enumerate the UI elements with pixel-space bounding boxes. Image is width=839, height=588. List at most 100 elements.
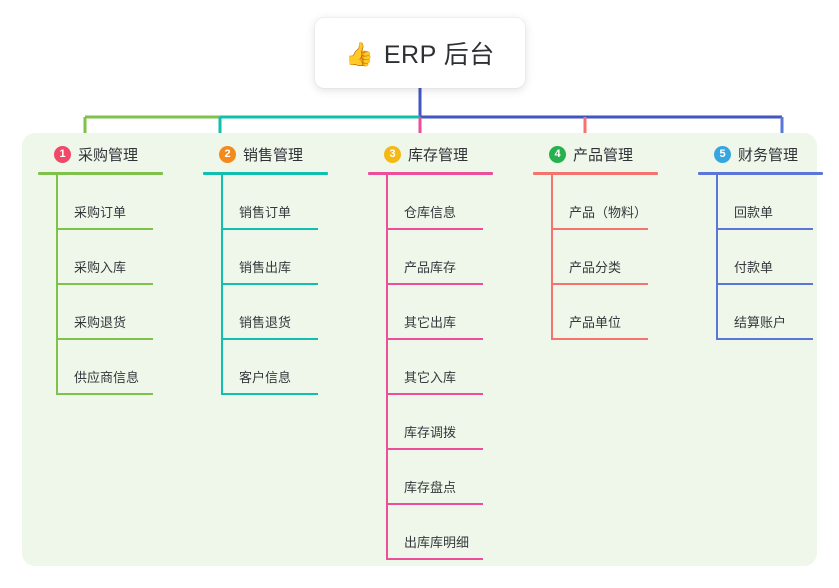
column-items-1: 采购订单采购入库采购退货供应商信息 — [38, 175, 193, 395]
column-5: 5 财务管理回款单付款单结算账户 — [698, 142, 839, 340]
list-item-rule — [386, 503, 483, 505]
column-items-4: 产品（物料） 产品分类产品单位 — [533, 175, 688, 340]
column-badge-icon-5: 5 — [714, 145, 731, 163]
list-item-rule — [221, 393, 318, 395]
list-item[interactable]: 库存调拨 — [386, 395, 523, 450]
column-title-5: 财务管理 — [738, 146, 799, 164]
column-header-4[interactable]: 4 产品管理 — [533, 142, 688, 166]
list-item-rule — [221, 283, 318, 285]
list-item[interactable]: 产品分类 — [551, 230, 688, 285]
list-item-rule — [386, 448, 483, 450]
list-item[interactable]: 销售出库 — [221, 230, 358, 285]
column-items-3: 仓库信息产品库存其它出库其它入库库存调拨库存盘点出库库明细 — [368, 175, 523, 560]
thumbs-up-icon: 👍 — [345, 40, 374, 67]
list-item[interactable]: 其它入库 — [386, 340, 523, 395]
list-item-rule — [716, 338, 813, 340]
list-item-label: 库存调拨 — [404, 425, 457, 440]
list-item[interactable]: 回款单 — [716, 175, 839, 230]
list-item-label: 付款单 — [734, 260, 774, 275]
list-item-rule — [56, 338, 153, 340]
list-item-label: 产品（物料） — [569, 205, 648, 220]
list-item-label: 回款单 — [734, 205, 774, 220]
list-item-label: 采购入库 — [74, 260, 127, 275]
list-item-label: 产品库存 — [404, 260, 457, 275]
list-item-label: 结算账户 — [734, 315, 787, 330]
column-3: 3 库存管理仓库信息产品库存其它出库其它入库库存调拨库存盘点出库库明细 — [368, 142, 523, 560]
list-item-label: 产品分类 — [569, 260, 622, 275]
list-item-rule — [716, 283, 813, 285]
column-items-5: 回款单付款单结算账户 — [698, 175, 839, 340]
column-header-3[interactable]: 3 库存管理 — [368, 142, 523, 166]
list-item[interactable]: 结算账户 — [716, 285, 839, 340]
list-item[interactable]: 销售退货 — [221, 285, 358, 340]
list-item[interactable]: 产品单位 — [551, 285, 688, 340]
column-spine-4 — [551, 175, 553, 340]
column-rule-2 — [203, 172, 328, 175]
list-item-rule — [386, 338, 483, 340]
list-item-rule — [386, 228, 483, 230]
column-rule-3 — [368, 172, 493, 175]
list-item-rule — [386, 283, 483, 285]
column-rule-4 — [533, 172, 658, 175]
list-item-rule — [56, 228, 153, 230]
list-item[interactable]: 其它出库 — [386, 285, 523, 340]
column-header-5[interactable]: 5 财务管理 — [698, 142, 839, 166]
column-spine-1 — [56, 175, 58, 395]
branches-panel — [22, 133, 817, 566]
list-item-label: 库存盘点 — [404, 480, 457, 495]
list-item-rule — [386, 558, 483, 560]
list-item-rule — [716, 228, 813, 230]
column-rule-1 — [38, 172, 163, 175]
list-item-label: 销售退货 — [239, 315, 292, 330]
column-badge-icon-1: 1 — [54, 145, 71, 163]
list-item-rule — [551, 338, 648, 340]
root-node-card[interactable]: 👍 ERP 后台 — [315, 18, 525, 88]
column-4: 4 产品管理产品（物料） 产品分类产品单位 — [533, 142, 688, 340]
list-item-label: 采购订单 — [74, 205, 127, 220]
list-item[interactable]: 采购入库 — [56, 230, 193, 285]
column-title-1: 采购管理 — [78, 146, 139, 164]
list-item[interactable]: 库存盘点 — [386, 450, 523, 505]
list-item[interactable]: 采购订单 — [56, 175, 193, 230]
list-item-label: 销售订单 — [239, 205, 292, 220]
list-item[interactable]: 产品库存 — [386, 230, 523, 285]
column-items-2: 销售订单销售出库销售退货客户信息 — [203, 175, 358, 395]
list-item-rule — [56, 393, 153, 395]
list-item-rule — [221, 338, 318, 340]
list-item[interactable]: 销售订单 — [221, 175, 358, 230]
list-item-rule — [386, 393, 483, 395]
column-spine-5 — [716, 175, 718, 340]
column-spine-2 — [221, 175, 223, 395]
column-title-2: 销售管理 — [243, 146, 304, 164]
list-item-label: 产品单位 — [569, 315, 622, 330]
list-item[interactable]: 采购退货 — [56, 285, 193, 340]
list-item-label: 供应商信息 — [74, 370, 140, 385]
column-title-3: 库存管理 — [408, 146, 469, 164]
root-title: ERP 后台 — [383, 41, 495, 69]
list-item[interactable]: 出库库明细 — [386, 505, 523, 560]
column-1: 1 采购管理采购订单采购入库采购退货供应商信息 — [38, 142, 193, 395]
column-badge-icon-4: 4 — [549, 145, 566, 163]
list-item[interactable]: 供应商信息 — [56, 340, 193, 395]
list-item[interactable]: 付款单 — [716, 230, 839, 285]
list-item-rule — [551, 228, 648, 230]
list-item-label: 其它出库 — [404, 315, 457, 330]
list-item[interactable]: 仓库信息 — [386, 175, 523, 230]
list-item-label: 其它入库 — [404, 370, 457, 385]
list-item-label: 采购退货 — [74, 315, 127, 330]
column-badge-icon-3: 3 — [384, 145, 401, 163]
column-header-1[interactable]: 1 采购管理 — [38, 142, 193, 166]
list-item-rule — [56, 283, 153, 285]
list-item-label: 仓库信息 — [404, 205, 457, 220]
column-title-4: 产品管理 — [573, 146, 634, 164]
list-item-rule — [221, 228, 318, 230]
list-item[interactable]: 产品（物料） — [551, 175, 688, 230]
column-rule-5 — [698, 172, 823, 175]
list-item[interactable]: 客户信息 — [221, 340, 358, 395]
column-spine-3 — [386, 175, 388, 560]
list-item-rule — [551, 283, 648, 285]
list-item-label: 出库库明细 — [404, 535, 470, 550]
